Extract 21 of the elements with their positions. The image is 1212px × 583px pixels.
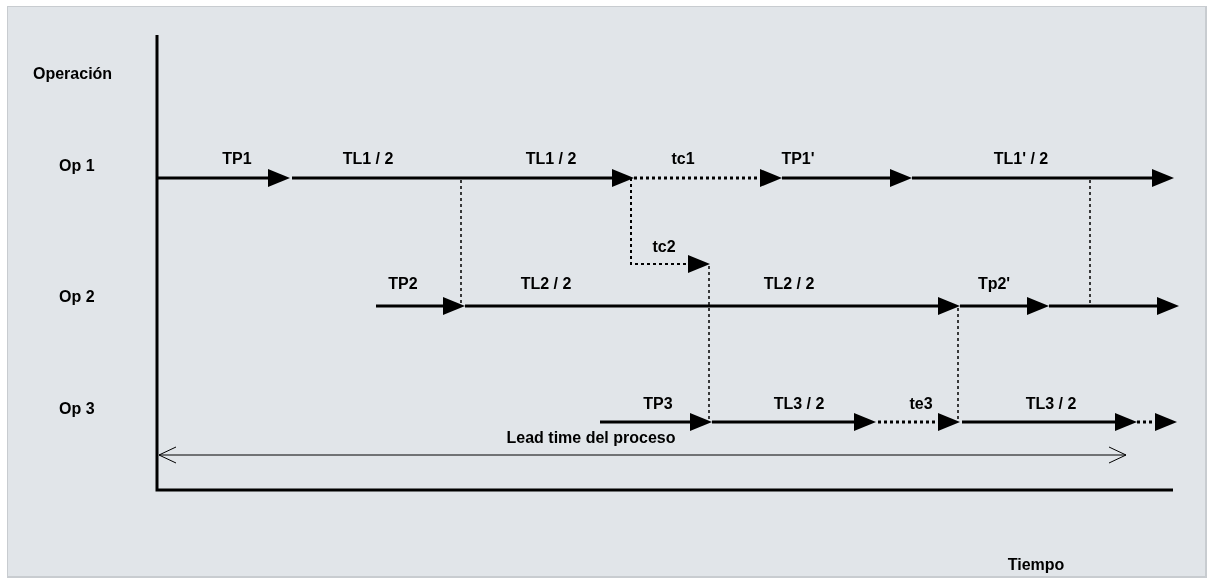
segment-label: tc2 [652,238,676,256]
row-label: Op 3 [59,400,95,418]
segment-label: TL2 / 2 [520,275,572,293]
segment-label: tc1 [671,150,695,168]
segment-label: te3 [909,395,933,413]
segment-label: TL3 / 2 [773,395,825,413]
segment-label: Tp2' [977,275,1011,293]
dimension-label: Lead time del proceso [506,429,676,447]
segment-label: TL1 / 2 [342,150,394,168]
segment-label: TL1 / 2 [525,150,577,168]
segment-label: TL1' / 2 [993,150,1049,168]
axis-label: Operación [33,65,113,83]
segment-label: TP3 [643,395,673,413]
segment-label: TP1' [781,150,815,168]
row-label: Op 1 [59,157,95,175]
segment-label: TL3 / 2 [1025,395,1077,413]
segment-label: TP1 [222,150,252,168]
segment-label: TL2 / 2 [763,275,815,293]
axis-label: Tiempo [1007,556,1065,574]
row-label: Op 2 [59,288,95,306]
segment-label: TP2 [388,275,418,293]
